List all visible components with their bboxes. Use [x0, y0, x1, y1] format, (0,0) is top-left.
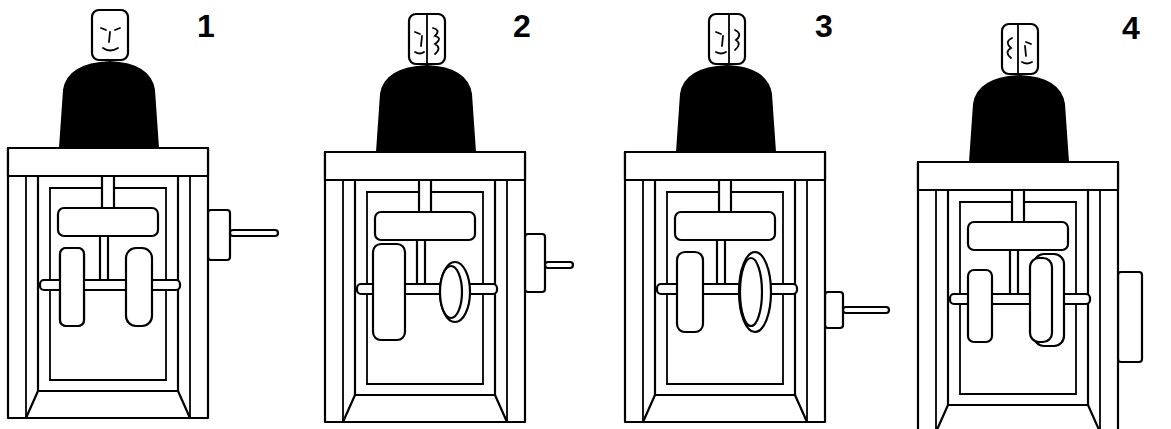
figure-body — [60, 10, 158, 148]
cam — [739, 252, 771, 332]
automaton-panel — [325, 14, 573, 422]
wooden-frame — [325, 152, 525, 422]
cam — [740, 258, 762, 326]
figure-body — [377, 14, 475, 152]
split-face — [1008, 25, 1033, 73]
figure-body — [970, 24, 1068, 162]
wooden-frame — [8, 148, 208, 418]
crank-handle — [230, 230, 278, 236]
callout-number: 2 — [513, 8, 531, 44]
crank-handle — [545, 262, 573, 268]
automaton-panel — [625, 14, 889, 422]
automaton-panel — [8, 10, 278, 418]
frontal-face — [101, 28, 120, 51]
automaton-panel — [918, 24, 1142, 429]
cam — [1030, 258, 1052, 342]
cam — [440, 262, 470, 322]
figure-body — [677, 14, 775, 152]
cam — [60, 248, 84, 326]
split-face — [415, 15, 439, 63]
cam — [968, 270, 992, 342]
crank-box — [208, 210, 230, 260]
crank-box — [825, 292, 843, 328]
cam — [126, 248, 152, 326]
callout-number: 3 — [815, 8, 833, 44]
callout-number: 1 — [197, 8, 215, 44]
cam — [440, 266, 462, 318]
cam — [60, 248, 84, 326]
wooden-frame — [625, 152, 825, 422]
split-face — [716, 15, 739, 63]
callout-number: 4 — [1122, 10, 1140, 46]
crank-box — [1118, 272, 1142, 362]
cam — [373, 244, 405, 340]
wooden-frame — [918, 162, 1118, 429]
cam — [677, 252, 703, 332]
crank-box — [525, 234, 545, 292]
crank-handle — [843, 307, 889, 313]
